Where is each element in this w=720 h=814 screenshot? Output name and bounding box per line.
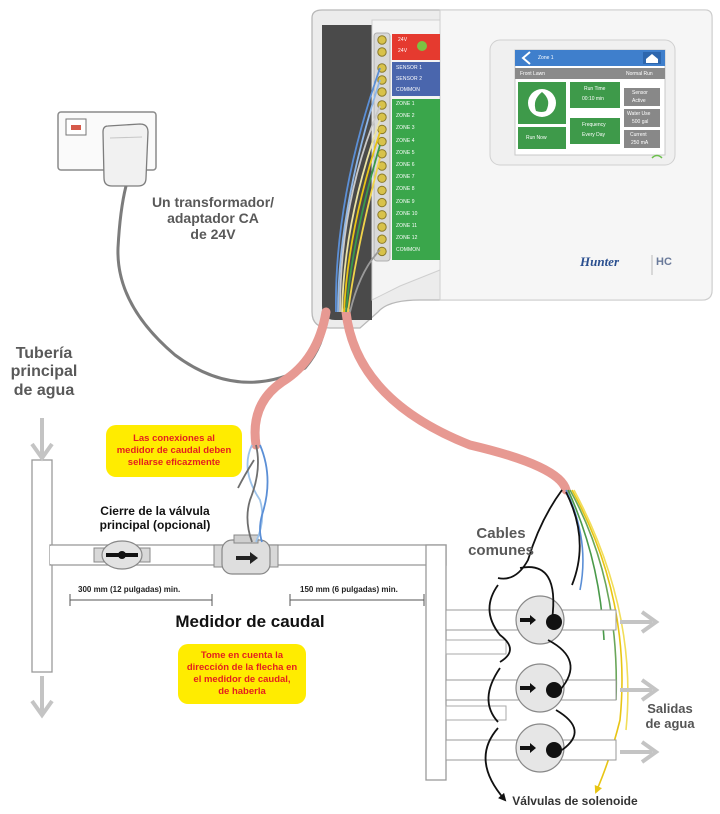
terminal-zone-6: ZONE 6	[396, 162, 415, 168]
seal-note-line1: Las conexiones al	[133, 433, 215, 445]
terminal-zone-5: ZONE 5	[396, 149, 415, 156]
water-outlet-arrows	[620, 610, 660, 764]
common-cables-label-line1: Cables	[476, 525, 526, 542]
controller-brand-logo: Hunter	[580, 254, 620, 269]
solenoid-valves-label: Válvulas de solenoide	[512, 794, 638, 808]
main-pipe-label-line2: principal	[10, 363, 78, 381]
common-cables-label-line2: comunes	[468, 542, 534, 560]
screen-info-water-value: 500 gal	[632, 119, 649, 125]
terminal-zone-8: ZONE 8	[396, 186, 415, 193]
water-outlets-label-line2: de agua	[645, 715, 695, 731]
screen-frequency-label: Frequency	[582, 122, 606, 128]
upstream-measurement: 300 mm (12 pulgadas) min.	[78, 585, 181, 594]
terminal-screw	[377, 185, 387, 196]
terminal-zone-7: ZONE 7	[396, 174, 415, 181]
terminal-strip	[373, 32, 440, 262]
terminal-screw	[377, 35, 387, 45]
main-pipe-label-line3: de agua	[13, 381, 75, 399]
solenoid-valve-2	[515, 663, 565, 713]
terminal-screw	[377, 197, 387, 208]
arrow-note-line1: Tome en cuenta la	[200, 650, 284, 662]
terminal-sensor-common: COMMON	[396, 87, 420, 93]
main-pipe-label-line1: Tubería	[15, 345, 73, 362]
flow-meter	[213, 534, 279, 575]
arrow-note-line4: de haberla	[218, 685, 266, 697]
arrow-direction-note: Tome en cuenta la dirección de la flecha…	[178, 644, 306, 704]
terminal-screw	[377, 136, 387, 147]
terminal-screw	[377, 222, 387, 232]
solenoid-valve-3	[515, 723, 565, 773]
terminal-screw	[377, 87, 387, 97]
flowmeter-wires	[237, 444, 269, 543]
screen-zone-name: Front Lawn	[520, 71, 546, 77]
terminal-screw	[377, 47, 387, 57]
terminal-screw	[377, 234, 387, 244]
terminal-zone-3: ZONE 3	[396, 125, 415, 132]
terminal-screw	[377, 124, 387, 135]
screen-info-current-value: 250 mA	[631, 140, 649, 146]
terminal-24v-1: 24V	[398, 37, 408, 43]
screen-run-now[interactable]: Run Now	[526, 135, 547, 141]
screen-run-time-value: 00:10 min	[582, 96, 604, 102]
main-pipe-label: Tubería principal de agua	[0, 345, 88, 400]
screen-title: Zone 1	[538, 55, 554, 61]
screen-frequency-value: Every Day	[582, 132, 606, 138]
terminal-24v-2: 24V	[398, 48, 408, 54]
transformer-label: Un transformador/ adaptador CA de 24V	[128, 194, 298, 242]
terminal-zone-12: ZONE 12	[396, 235, 418, 242]
main-valve-label-line1: Cierre de la válvula	[100, 504, 210, 518]
transformer-label-line1: Un transformador/	[151, 194, 275, 210]
terminal-sensor-2: SENSOR 2	[396, 76, 423, 82]
solenoid-valve-group	[515, 595, 565, 773]
flow-meter-label: Medidor de caudal	[175, 612, 325, 631]
screen-info-sensor-value: Active	[632, 98, 646, 104]
terminal-screw	[377, 210, 387, 220]
terminal-zone-9: ZONE 9	[396, 198, 415, 205]
common-wires	[484, 489, 581, 802]
terminal-zone-11: ZONE 11	[396, 223, 418, 229]
screen-run-time-label: Run Time	[584, 86, 606, 92]
power-adapter-plug	[102, 123, 149, 187]
downstream-dimension-line	[289, 594, 425, 606]
arrow-note-line3: el medidor de caudal,	[193, 674, 291, 685]
valve-manifold	[445, 609, 617, 761]
terminal-zone-4: ZONE 4	[396, 137, 415, 144]
arrow-note-line2: dirección de la flecha en	[186, 662, 298, 674]
screen-info-water-label: Water Use	[627, 111, 651, 117]
terminal-screw	[377, 112, 387, 122]
transformer-label-line2: adaptador CA	[167, 210, 259, 227]
seal-note-line2: medidor de caudal deben	[116, 445, 232, 457]
screen-run-mode: Normal Run	[626, 71, 653, 77]
water-outlets-label-line1: Salidas	[647, 701, 693, 716]
controller-model-label: HC	[656, 256, 672, 268]
main-valve-label-line2: principal (opcional)	[99, 517, 211, 532]
screen-info-current-label: Current	[630, 132, 647, 138]
terminal-sensor-1: SENSOR 1	[396, 65, 423, 71]
main-shutoff-valve	[93, 540, 151, 570]
terminal-zone-2: ZONE 2	[396, 113, 415, 120]
water-outlets-label: Salidas de agua	[630, 701, 710, 732]
terminal-screw	[377, 173, 387, 183]
terminal-zone-13: COMMON	[396, 247, 420, 254]
terminal-zone-1: ZONE 1	[396, 101, 415, 107]
common-cables-label: Cables comunes	[446, 525, 556, 560]
controller-internal-wires	[335, 67, 381, 313]
upstream-dimension-line	[69, 594, 213, 606]
screen-info-sensor-label: Sensor	[632, 90, 648, 96]
flowmeter-cable-sheath	[250, 307, 331, 450]
terminal-zone-10: ZONE 10	[396, 210, 418, 217]
pipe-outlet-arrow	[30, 676, 54, 719]
main-valve-label: Cierre de la válvula principal (opcional…	[70, 504, 240, 533]
valve-cable-sheath	[341, 307, 571, 495]
controller-screen	[489, 39, 676, 166]
seal-connections-note: Las conexiones al medidor de caudal debe…	[106, 425, 242, 477]
pipe-inlet-arrow	[30, 418, 54, 462]
transformer-label-line3: de 24V	[190, 226, 236, 243]
solenoid-valve-1	[515, 595, 565, 645]
downstream-measurement: 150 mm (6 pulgadas) min.	[300, 585, 398, 594]
seal-note-line3: sellarse eficazmente	[127, 456, 221, 468]
